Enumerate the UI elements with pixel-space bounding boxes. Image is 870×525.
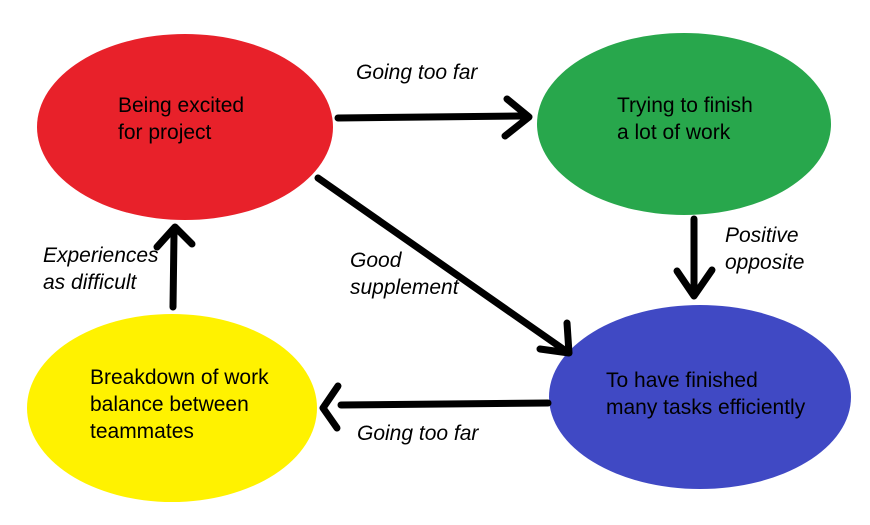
node-trying-ellipse — [537, 33, 831, 215]
node-finished-label: To have finished many tasks efficiently — [606, 367, 805, 421]
edge-label-line: supplement — [350, 276, 459, 299]
node-breakdown-label: Breakdown of work balance between teamma… — [90, 364, 269, 445]
node-trying-label-line: a lot of work — [617, 121, 731, 144]
edge-label-line: as difficult — [43, 271, 137, 294]
edge-label-positive-opposite: Positive opposite — [725, 222, 804, 276]
edge-label-experiences-as-difficult: Experiences as difficult — [43, 242, 159, 296]
node-finished-label-line: To have finished — [606, 369, 758, 392]
arrow-excited-to-trying — [334, 95, 533, 140]
arrow-excited-to-finished — [314, 174, 573, 357]
edge-label-going-too-far-bottom: Going too far — [357, 420, 478, 447]
node-finished-ellipse — [549, 305, 851, 489]
edge-label-line: Experiences — [43, 244, 159, 267]
node-excited-label-line: for project — [118, 121, 212, 144]
edge-label-line: Positive — [725, 224, 799, 247]
arrow-finished-to-breakdown — [319, 382, 552, 432]
arrow-breakdown-to-excited — [153, 223, 196, 311]
edge-label-good-supplement: Good supplement — [350, 247, 459, 301]
node-trying-label: Trying to finish a lot of work — [617, 92, 753, 146]
node-trying-label-line: Trying to finish — [617, 94, 753, 117]
edge-label-line: opposite — [725, 251, 805, 274]
node-breakdown-ellipse — [27, 314, 317, 502]
node-excited-ellipse — [37, 34, 333, 220]
arrow-trying-to-finished — [673, 215, 716, 300]
node-breakdown-label-line: teammates — [90, 420, 194, 443]
node-breakdown-label-line: balance between — [90, 393, 249, 416]
node-finished-label-line: many tasks efficiently — [606, 396, 806, 419]
edge-label-line: Good — [350, 249, 402, 272]
edge-label-line: Going too far — [356, 61, 478, 84]
edge-label-going-too-far-top: Going too far — [356, 59, 477, 86]
edge-label-line: Going too far — [357, 422, 479, 445]
node-excited-label: Being excited for project — [118, 92, 244, 146]
node-excited-label-line: Being excited — [118, 94, 245, 117]
node-breakdown-label-line: Breakdown of work — [90, 366, 269, 389]
